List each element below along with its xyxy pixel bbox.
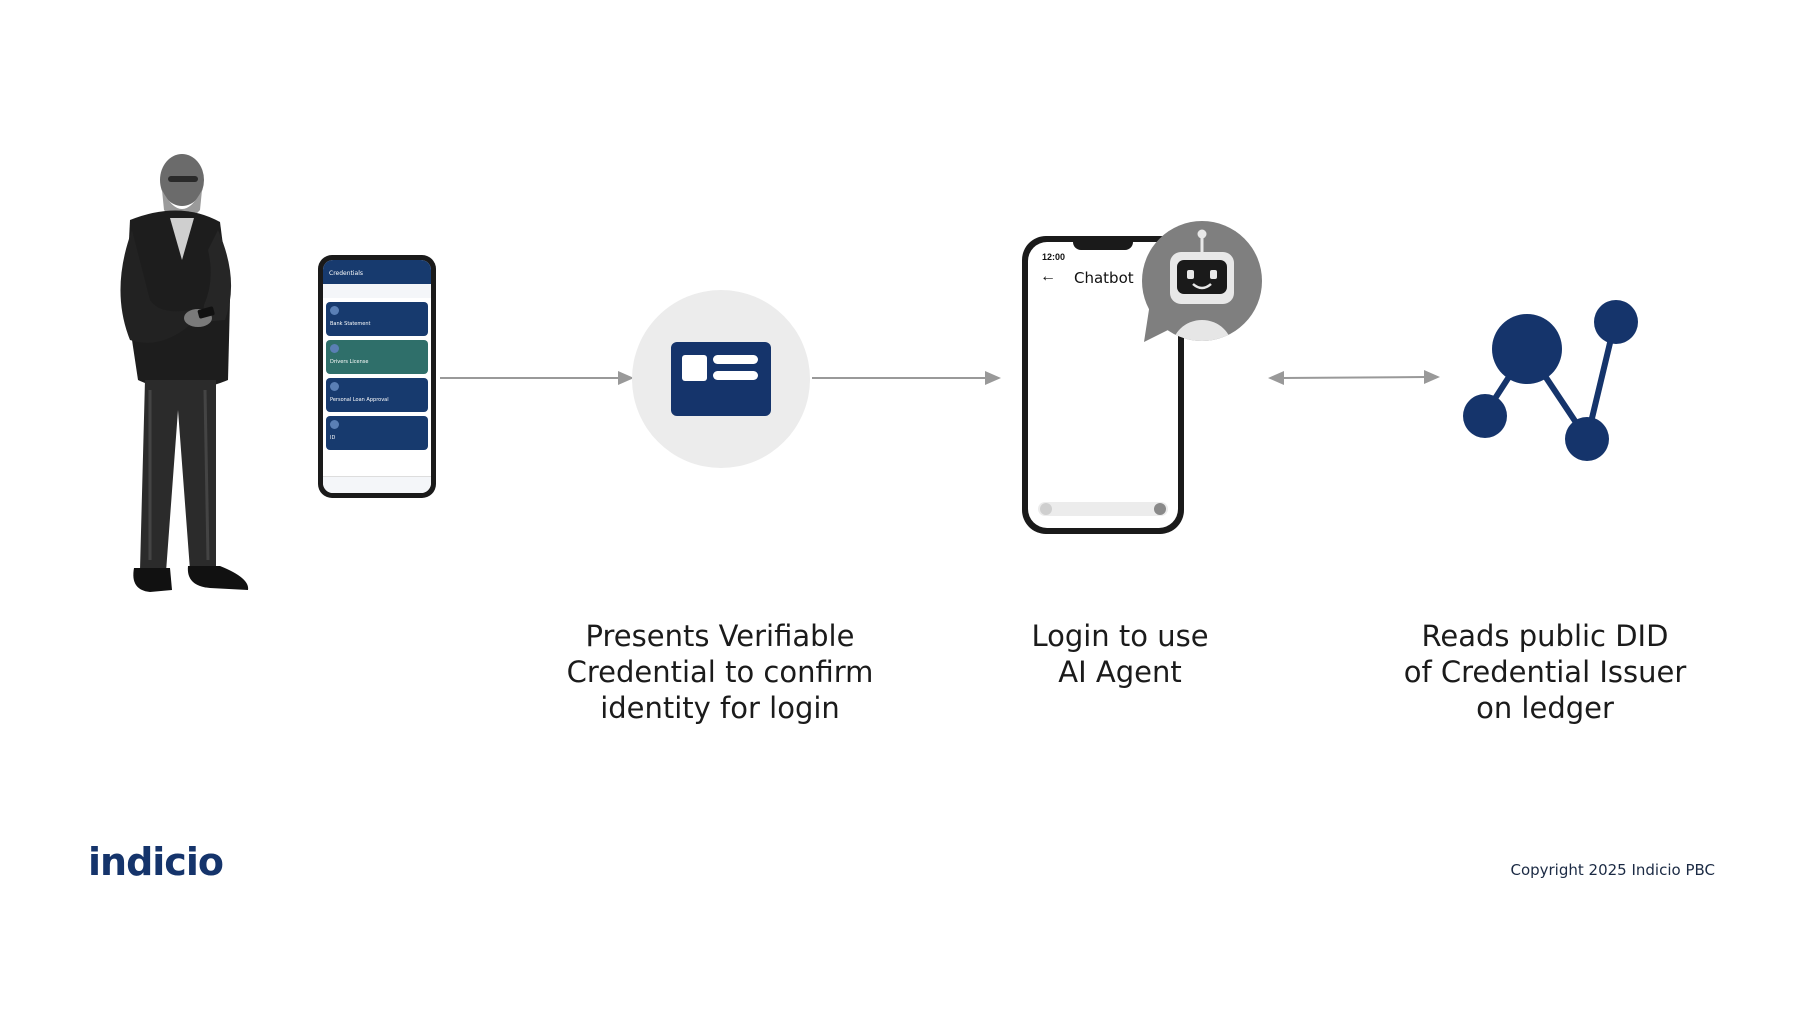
chatbot-robot-icon [1142,221,1262,342]
step-label-line: Reads public DID [1421,619,1669,653]
step-label-line: Credential to confirm [566,655,874,689]
bidirectional-arrow [1268,370,1440,385]
credential-card[interactable]: ID [326,416,428,450]
step-label-line: AI Agent [1058,655,1182,689]
indicio-logo: indicio [88,840,224,884]
credential-circle [632,290,810,468]
wallet-bottom-nav [323,476,431,493]
person-with-phone-illustration [120,154,249,592]
arrow-credential-to-chatbot [812,371,1001,385]
credential-card-label: Bank Statement [330,321,371,327]
copyright-text: Copyright 2025 Indicio PBC [1510,861,1715,879]
step-label-line: on ledger [1476,691,1614,725]
credential-card-label: Drivers License [330,359,369,365]
back-arrow-icon[interactable]: ← [1040,268,1056,285]
step-label-line: identity for login [600,691,840,725]
status-time: 12:00 [1042,252,1066,262]
wallet-header: Credentials [323,260,431,284]
wallet-title: Credentials [329,270,364,277]
wallet-filter-bar [323,284,431,298]
credential-card[interactable]: Bank Statement [326,302,428,336]
issuer-logo-icon [330,382,339,391]
credential-card[interactable]: Drivers License [326,340,428,374]
step-label-line: Presents Verifiable [585,619,855,653]
microphone-icon[interactable] [1154,503,1166,515]
credential-card-label: ID [330,435,336,441]
phone-notch [1073,242,1133,250]
step-label-line: Login to use [1031,619,1209,653]
chat-input-bar[interactable] [1038,502,1168,516]
ledger-network-icon [1463,300,1638,461]
add-icon[interactable] [1040,503,1052,515]
credential-card[interactable]: Personal Loan Approval [326,378,428,412]
step-label-line: of Credential Issuer [1403,655,1687,689]
credential-card-label: Personal Loan Approval [330,397,389,403]
issuer-logo-icon [330,420,339,429]
arrow-wallet-to-credential [440,371,634,385]
chat-title: Chatbot [1074,269,1134,287]
issuer-logo-icon [330,344,339,353]
issuer-logo-icon [330,306,339,315]
credential-card-icon [671,342,771,416]
